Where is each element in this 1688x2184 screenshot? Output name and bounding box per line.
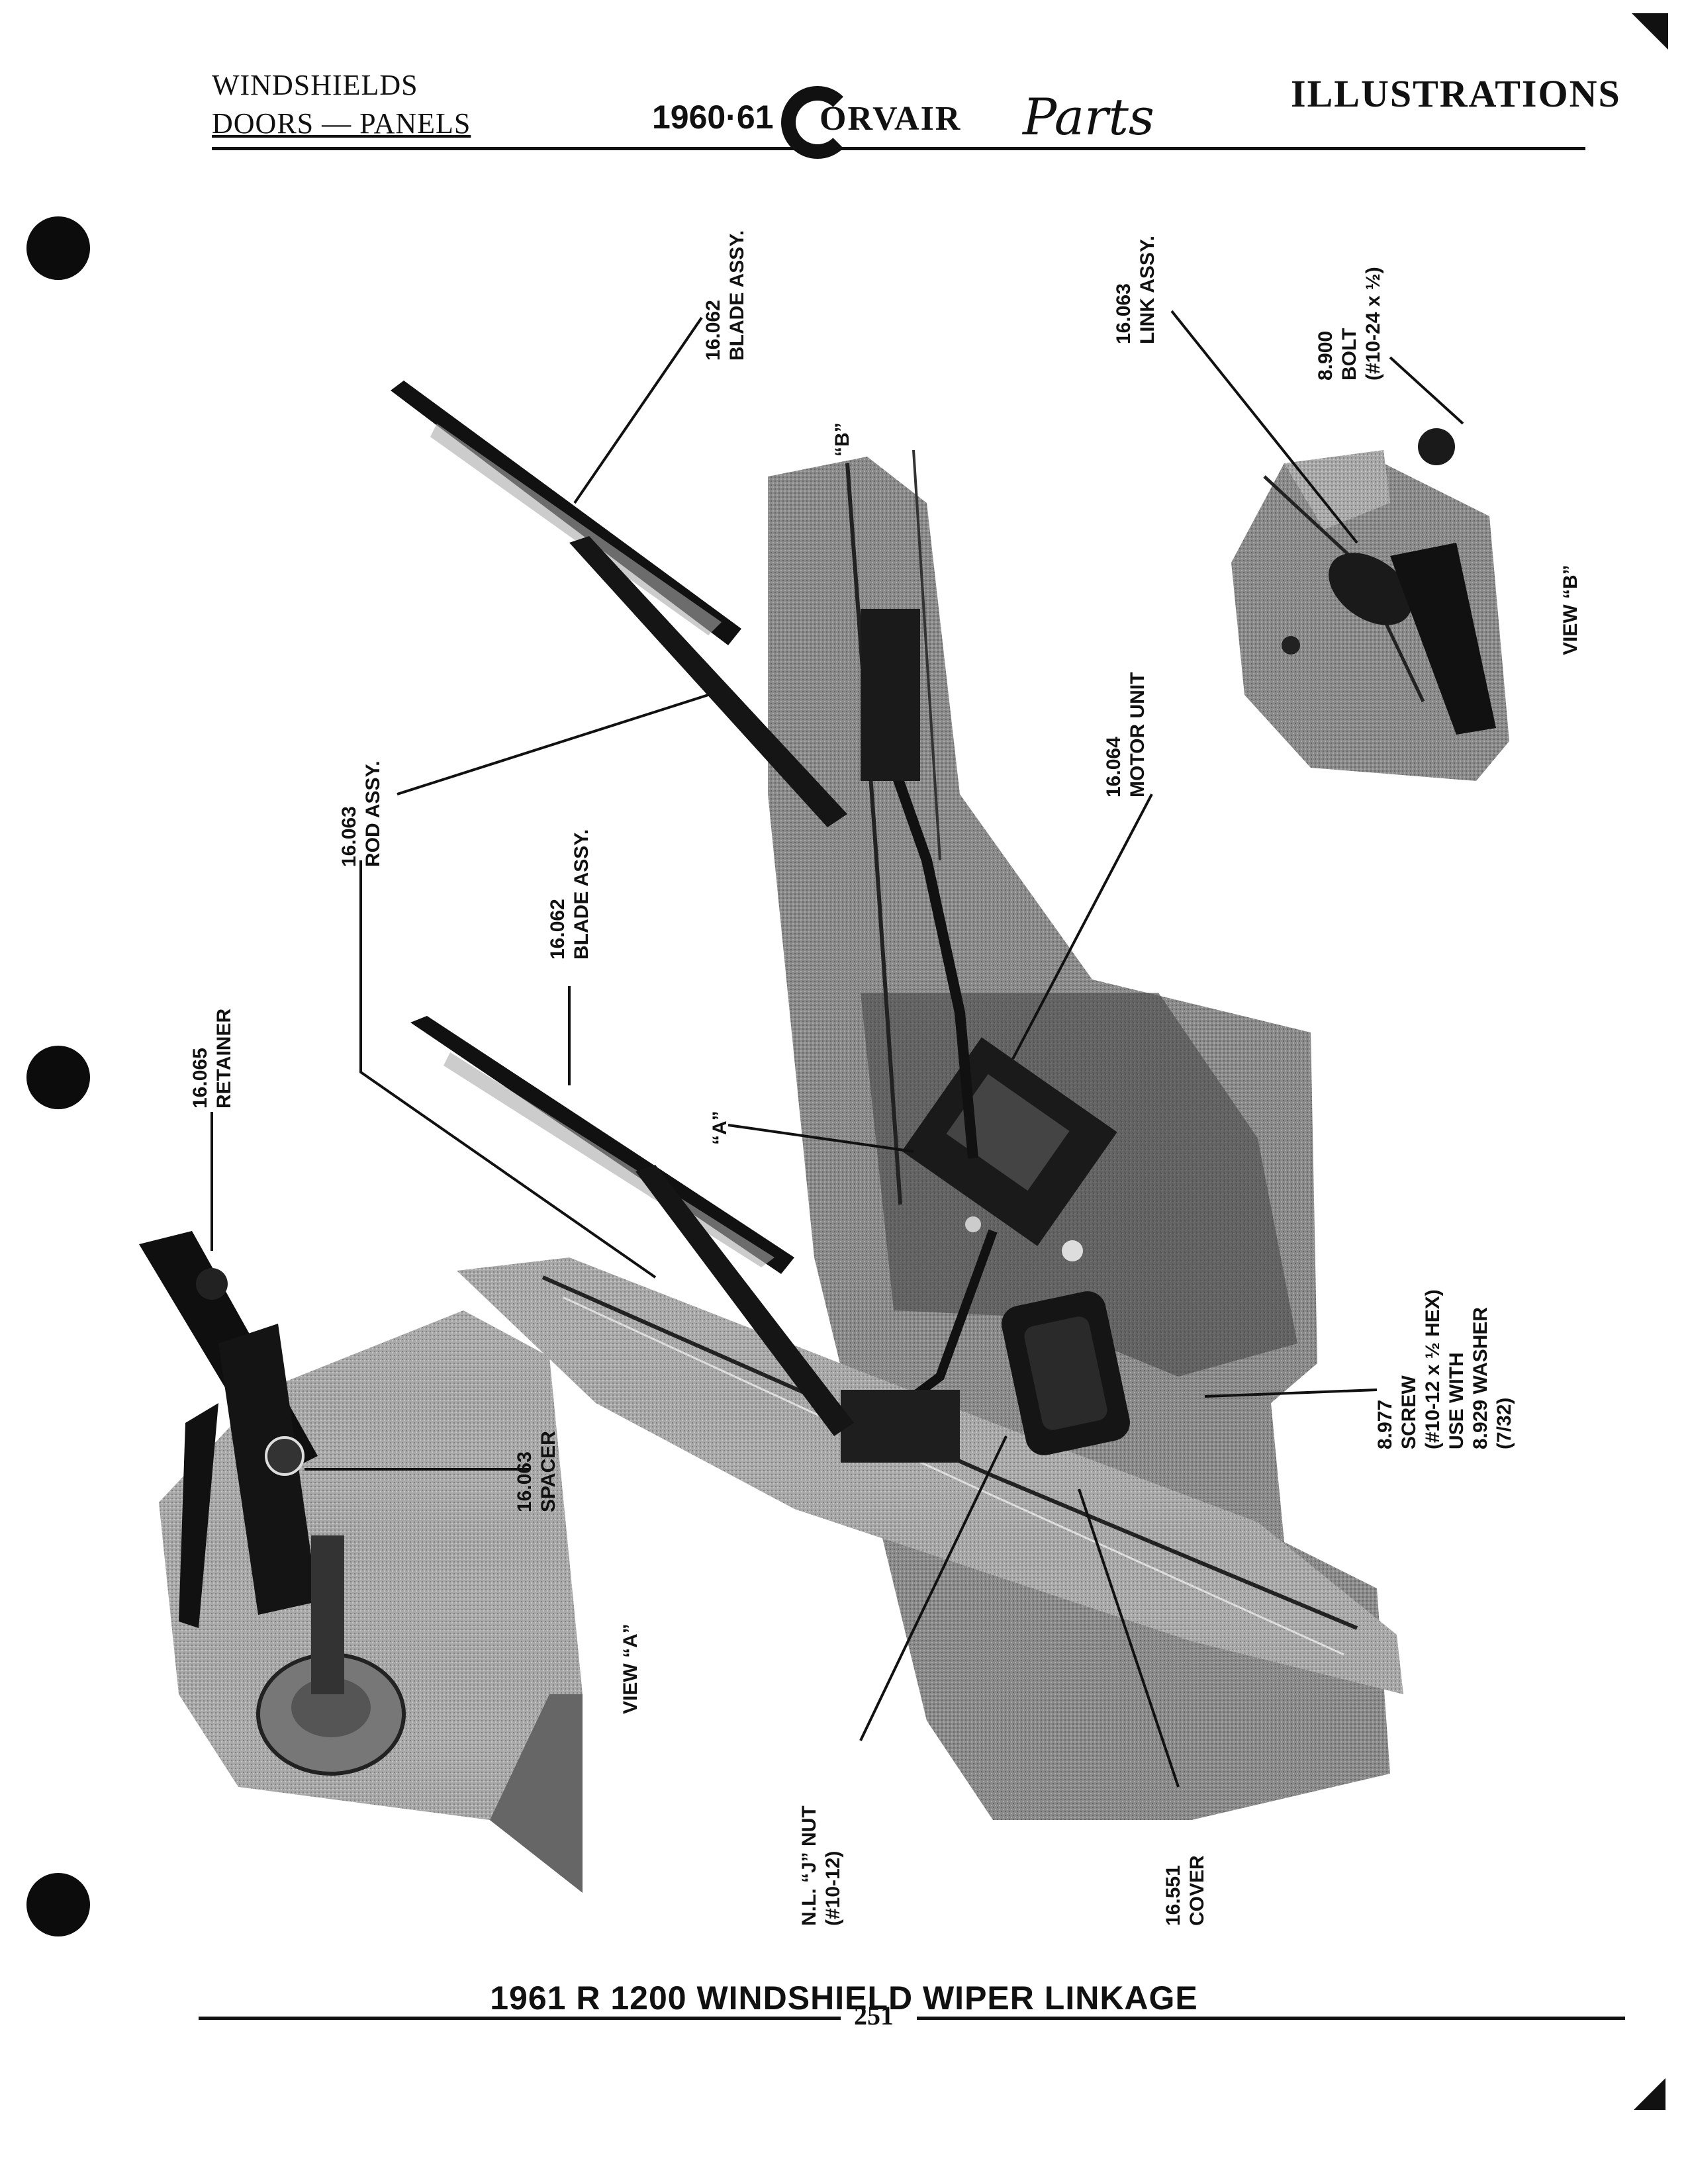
figure-caption: 1961 R 1200 WINDSHIELD WIPER LINKAGE xyxy=(490,1979,1198,2017)
marker-view-b: “B” xyxy=(831,422,853,457)
label-rod-assy: 16.063 ROD ASSY. xyxy=(338,760,384,867)
binder-hole-middle xyxy=(26,1046,90,1109)
linkage-rods xyxy=(841,609,998,1463)
header-rule xyxy=(212,147,1585,150)
cover-plate xyxy=(1002,1291,1130,1455)
label-bolt: 8.900 BOLT (#10-24 x ½) xyxy=(1315,267,1384,381)
label-j-nut: N.L. “J” NUT (#10-12) xyxy=(798,1805,844,1926)
label-motor-unit: 16.064 MOTOR UNIT xyxy=(1103,672,1149,797)
label-blade-assy-mid: 16.062 BLADE ASSY. xyxy=(547,829,592,960)
footer-rule-left xyxy=(199,2017,841,2020)
label-link-assy: 16.063 LINK ASSY. xyxy=(1113,236,1158,344)
footer-rule-right xyxy=(917,2017,1625,2020)
leader-lines xyxy=(211,310,1464,1788)
page-category-title: ILLUSTRATIONS xyxy=(1291,72,1621,115)
corvair-logo-word: ORVAIR xyxy=(820,100,962,138)
caption-view-a: VIEW “A” xyxy=(620,1623,641,1714)
marker-view-a: “A” xyxy=(709,1111,731,1145)
upper-wiper-blade xyxy=(391,381,847,827)
binder-hole-top xyxy=(26,216,90,280)
parts-script-logo: Parts xyxy=(1023,87,1154,146)
binder-hole-bottom xyxy=(26,1873,90,1936)
view-a-inset xyxy=(139,1231,583,1893)
motor-unit xyxy=(902,1037,1117,1261)
corner-mark-bottom-right-icon xyxy=(1634,2078,1665,2110)
label-blade-assy-top: 16.062 BLADE ASSY. xyxy=(702,230,748,361)
corner-mark-top-right-icon xyxy=(1632,13,1668,50)
page-number: 251 xyxy=(854,2001,894,2030)
lower-wiper-blade xyxy=(410,1016,854,1436)
label-cover: 16.551 COVER xyxy=(1162,1855,1208,1926)
label-screw: 8.977 SCREW (#10-12 x ½ HEX) USE WITH 8.… xyxy=(1374,1289,1515,1449)
catalog-year: 1960·61 xyxy=(652,99,774,136)
label-spacer: 16.063 SPACER xyxy=(514,1431,559,1512)
section-line-2: DOORS — PANELS xyxy=(212,107,471,140)
view-b-inset xyxy=(1231,428,1509,781)
section-line-1: WINDSHIELDS xyxy=(212,69,418,101)
caption-view-b: VIEW “B” xyxy=(1560,565,1581,655)
label-retainer: 16.065 RETAINER xyxy=(189,1008,235,1109)
section-heading: WINDSHIELDS DOORS — PANELS xyxy=(212,66,471,143)
